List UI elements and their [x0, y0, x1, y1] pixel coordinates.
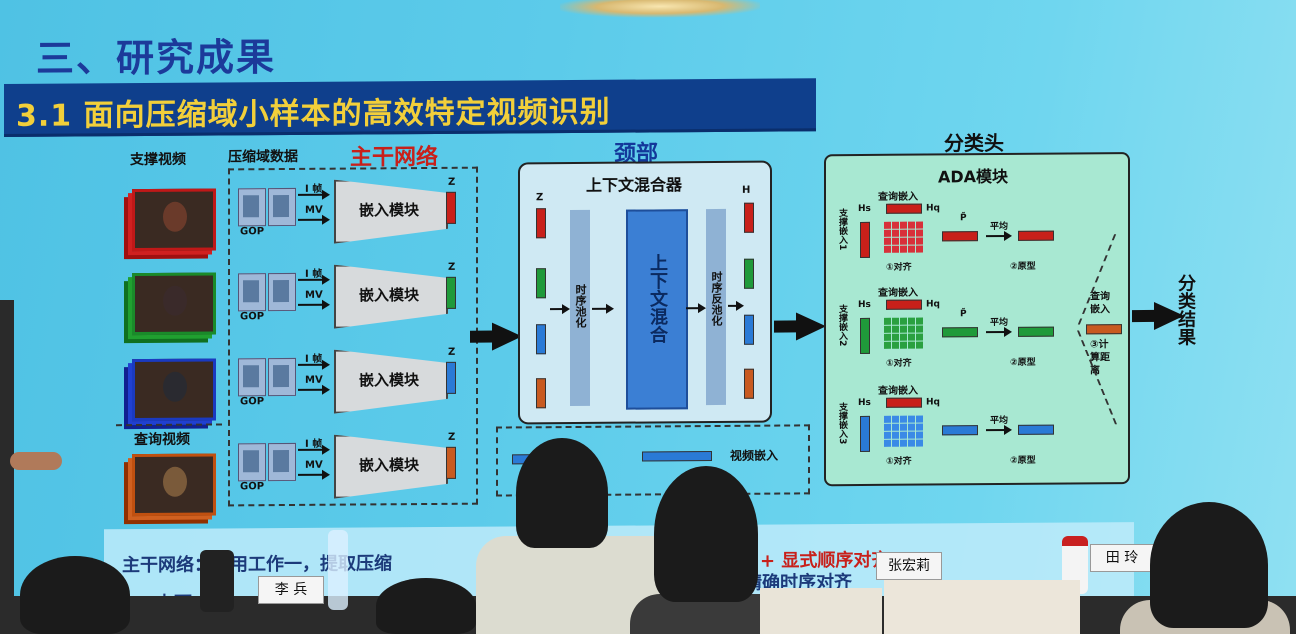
- bullet-line-1a: 主干网络：沿用工作一，提取压缩: [122, 553, 392, 577]
- audience-head-4: [654, 466, 758, 602]
- z-bar-orange: [446, 446, 456, 479]
- slide-title: 三、研究成果: [36, 35, 277, 81]
- z-bar-blue: [446, 361, 456, 394]
- nameplate-3: 田 玲: [1090, 544, 1154, 572]
- chair-back: [760, 588, 882, 634]
- support-video-thumb-3: [132, 358, 216, 422]
- audience-head-1: [20, 556, 130, 634]
- ceiling-light: [560, 0, 760, 19]
- nameplate-1: 李 兵: [258, 576, 324, 604]
- temporal-unpool-label: 时序反池化: [710, 270, 723, 327]
- embed-module-4: 嵌入模块: [358, 456, 419, 475]
- separator-line: [116, 423, 222, 427]
- audience-head-3: [516, 438, 608, 548]
- context-mix-label: 上下文混合: [647, 253, 668, 344]
- context-mixer-box: 上下文混合器 Z H 时序池化 上下文混合 时序反池化: [518, 160, 772, 425]
- thermos: [200, 550, 234, 612]
- video-embed-label: 视频嵌入: [730, 448, 779, 463]
- nameplate-2: 张宏莉: [876, 552, 942, 580]
- support-video-thumb-2: [132, 272, 216, 336]
- query-video-label: 查询视频: [134, 431, 190, 449]
- arrow-right-icon-2: [796, 312, 826, 341]
- context-mixer-title: 上下文混合器: [586, 175, 683, 195]
- presenter-edge: [0, 300, 14, 600]
- slide-subtitle: 3.1 面向压缩域小样本的高效特定视频识别: [16, 94, 611, 134]
- head-header: 分类头: [944, 130, 1004, 156]
- support-video-label: 支撑视频: [130, 151, 186, 169]
- chair-back-2: [884, 580, 1080, 634]
- ada-title: ADA模块: [938, 166, 1009, 187]
- ada-module-box: ADA模块 查询嵌入 Hs Hq 支撑嵌入1 P̃ ①对齐 平均 ②原型 查询嵌…: [824, 152, 1130, 487]
- z-bar-green: [446, 276, 456, 309]
- presenter-hand: [10, 452, 62, 470]
- compressed-data-label: 压缩域数据: [228, 148, 298, 166]
- embed-module-3: 嵌入模块: [358, 371, 419, 390]
- temporal-pool-label: 时序池化: [574, 283, 587, 328]
- classification-result-label: 分类结果: [1175, 273, 1196, 346]
- embed-module-1: 嵌入模块: [358, 201, 419, 220]
- embed-module-2: 嵌入模块: [358, 286, 419, 305]
- audience-head-5: [1150, 502, 1268, 628]
- query-video-thumb: [132, 453, 216, 517]
- subtitle-bar: 3.1 面向压缩域小样本的高效特定视频识别: [4, 78, 816, 137]
- support-video-thumb-1: [132, 188, 216, 252]
- z-bar-red: [446, 191, 456, 224]
- water-bottle: [328, 530, 348, 610]
- audience-head-2: [376, 578, 476, 634]
